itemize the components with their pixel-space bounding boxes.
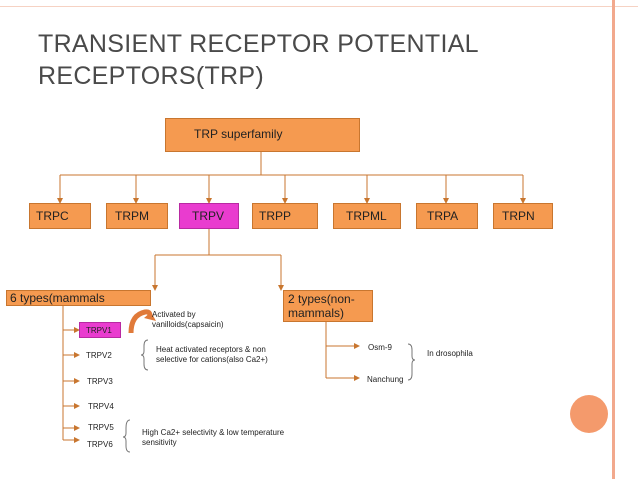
high-ca-note: High Ca2+ selectivity & low temperature … [142, 428, 285, 447]
family-label: TRPML [346, 209, 387, 223]
superfamily-box: TRP superfamily [165, 118, 360, 152]
nonmammals-label: 2 types(non-mammals) [288, 292, 355, 320]
decorative-circle [570, 395, 608, 433]
curved-arrow-icon [128, 309, 153, 334]
superfamily-label: TRP superfamily [194, 127, 283, 141]
family-label: TRPN [502, 209, 535, 223]
nonmammals-box: 2 types(non-mammals) [283, 290, 373, 322]
trpv2-label: TRPV2 [86, 351, 112, 360]
trpv5-label: TRPV5 [88, 423, 114, 432]
family-box-trpml: TRPML [333, 203, 401, 229]
slide-title: TRANSIENT RECEPTOR POTENTIAL RECEPTORS(T… [38, 30, 478, 90]
family-box-trpc: TRPC [29, 203, 91, 229]
mammals-box: 6 types(mammals [6, 290, 151, 306]
activated-note: Activated by vanilloids(capsaicin) [152, 310, 224, 329]
family-label: TRPC [36, 209, 69, 223]
family-label: TRPP [259, 209, 292, 223]
osm9-label: Osm-9 [368, 343, 392, 352]
nanchung-label: Nanchung [367, 375, 404, 384]
family-label: TRPA [427, 209, 459, 223]
trpv3-label: TRPV3 [87, 377, 113, 386]
trpv4-label: TRPV4 [88, 402, 114, 411]
family-box-trpv: TRPV [179, 203, 239, 229]
family-box-trpm: TRPM [106, 203, 168, 229]
family-box-trpp: TRPP [252, 203, 318, 229]
drosophila-note: In drosophila [427, 349, 473, 358]
family-label: TRPM [115, 209, 149, 223]
mammals-label: 6 types(mammals [10, 291, 105, 305]
right-border [612, 0, 615, 479]
heat-note: Heat activated receptors & non selective… [156, 345, 268, 364]
family-box-trpa: TRPA [416, 203, 478, 229]
family-box-trpn: TRPN [493, 203, 553, 229]
family-label: TRPV [192, 209, 225, 223]
top-border [0, 6, 638, 7]
trpv1-box: TRPV1 [79, 322, 121, 338]
trpv1-label: TRPV1 [86, 326, 112, 335]
trpv6-label: TRPV6 [87, 440, 113, 449]
